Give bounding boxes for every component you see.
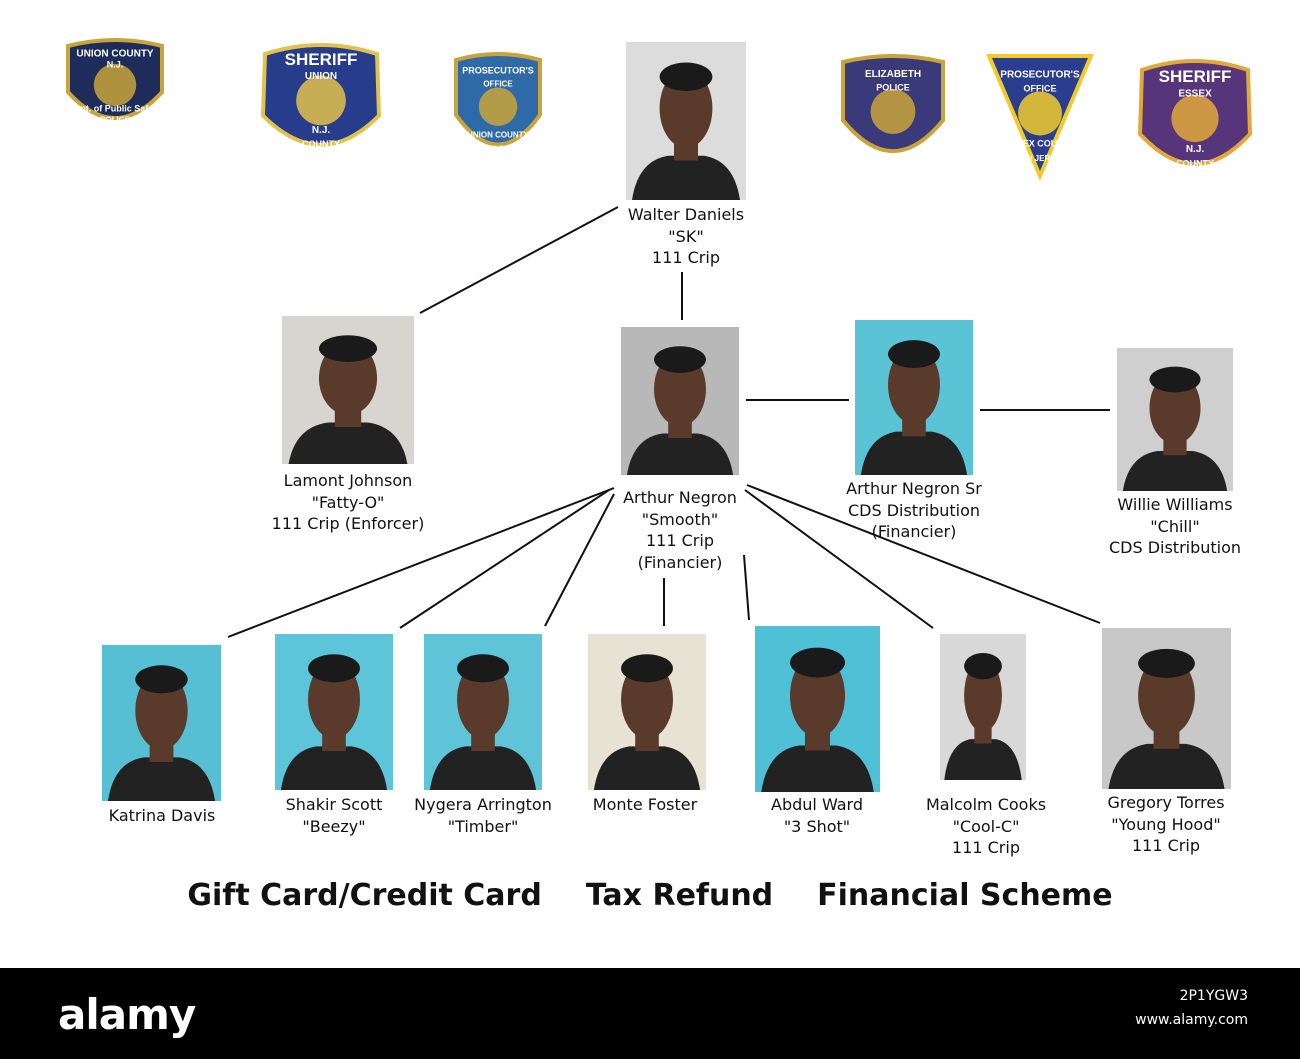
person-detail: "Smooth" (641, 509, 719, 529)
connector-line (743, 554, 750, 621)
person-name: Abdul Ward (771, 795, 863, 814)
person-name: Arthur Negron Sr (846, 479, 982, 498)
connector-line (399, 489, 610, 629)
footer-part-tax-refund: Tax Refund (585, 878, 774, 913)
svg-text:N.J.: N.J. (492, 145, 505, 152)
union-county-sheriff-badge: SHERIFF UNION N.J. COUNTY (259, 40, 383, 166)
svg-text:PROSECUTOR'S: PROSECUTOR'S (462, 66, 534, 76)
person-detail: 111 Crip (Enforcer) (271, 514, 425, 533)
svg-text:UNION COUNTY: UNION COUNTY (76, 48, 154, 59)
connector-line (227, 487, 615, 638)
svg-text:SHERIFF: SHERIFF (285, 50, 358, 69)
svg-text:N.J.: N.J. (312, 125, 331, 136)
svg-text:ESSEX COUNTY: ESSEX COUNTY (1005, 139, 1076, 149)
svg-text:UNION COUNTY: UNION COUNTY (467, 130, 529, 139)
shakir-caption: Shakir Scott "Beezy" (286, 794, 383, 837)
svg-text:SHERIFF: SHERIFF (1159, 67, 1232, 86)
scheme-title: Gift Card/Credit Card Tax Refund Financial… (0, 878, 1300, 913)
lamont-mugshot (282, 316, 414, 464)
person-detail: (Financier) (871, 522, 957, 541)
connector-lines (227, 206, 1110, 638)
svg-text:UNION: UNION (305, 71, 337, 82)
svg-text:ELIZABETH: ELIZABETH (865, 69, 921, 80)
arthur-mugshot (621, 327, 739, 475)
abdul-mugshot (755, 626, 880, 792)
person-name: Willie Williams (1117, 495, 1233, 514)
svg-text:ESSEX: ESSEX (1178, 88, 1212, 99)
person-detail: 111 Crip (952, 838, 1020, 857)
lamont-caption: Lamont Johnson "Fatty-O" 111 Crip (Enforce… (272, 470, 425, 535)
person-name: Shakir Scott (285, 795, 383, 814)
person-name: Lamont Johnson (283, 471, 413, 490)
person-detail: "Chill" (1150, 516, 1200, 536)
stock-watermark-bar: alamy 2P1YGW3 www.alamy.com (0, 968, 1300, 1059)
abdul-caption: Abdul Ward "3 Shot" (771, 794, 863, 837)
person-detail: "Timber" (447, 816, 519, 836)
connector-line (746, 484, 1101, 624)
person-name: Arthur Negron (623, 488, 737, 507)
monte-mugshot (588, 634, 706, 790)
essex-county-prosecutor-badge: PROSECUTOR'S OFFICE ESSEX COUNTY NEW JER… (985, 52, 1095, 180)
connector-line (744, 489, 934, 629)
person-detail: "3 Shot" (783, 816, 851, 836)
person-detail: (Financier) (637, 552, 723, 572)
nygera-mugshot (424, 634, 542, 790)
elizabeth-police-badge: ELIZABETH POLICE (837, 52, 949, 176)
footer-part-gift-card: Gift Card/Credit Card (187, 878, 542, 913)
person-detail: "SK" (668, 226, 704, 246)
image-id: 2P1YGW3 (1179, 988, 1248, 1004)
monte-caption: Monte Foster (593, 794, 697, 816)
walter-mugshot (626, 42, 746, 200)
svg-text:OFFICE: OFFICE (483, 80, 513, 89)
person-name: Gregory Torres (1107, 793, 1225, 812)
person-detail: "Cool-C" (952, 816, 1020, 836)
nygera-caption: Nygera Arrington "Timber" (414, 794, 552, 837)
person-detail: "Young Hood" (1111, 814, 1221, 834)
person-detail: 111 Crip (646, 531, 714, 550)
connector-line (544, 493, 615, 627)
connector-line (419, 206, 619, 314)
union-county-police-badge: UNION COUNTY N.J. Dept. of Public Safety… (62, 36, 168, 138)
arthur-caption: Arthur Negron "Smooth" 111 Crip (Financier) (623, 487, 737, 573)
svg-text:Dept. of Public Safety: Dept. of Public Safety (69, 103, 162, 113)
gregory-mugshot (1102, 628, 1231, 789)
svg-text:PROSECUTOR'S: PROSECUTOR'S (1000, 70, 1080, 81)
malcolm-caption: Malcolm Cooks "Cool-C" 111 Crip (926, 794, 1046, 859)
svg-text:POLICE: POLICE (876, 82, 910, 92)
person-name: Katrina Davis (108, 806, 216, 825)
gregory-caption: Gregory Torres "Young Hood" 111 Crip (1107, 792, 1224, 857)
svg-text:POLICE: POLICE (100, 116, 130, 125)
shakir-mugshot (275, 634, 393, 790)
katrina-caption: Katrina Davis (109, 805, 216, 827)
footer-part-financial-scheme: Financial Scheme (817, 878, 1113, 913)
person-name: Walter Daniels (627, 205, 745, 224)
person-name: Monte Foster (592, 795, 698, 814)
svg-text:NEW JERSEY: NEW JERSEY (1014, 154, 1067, 163)
svg-text:OFFICE: OFFICE (1024, 84, 1057, 94)
person-detail: "Fatty-O" (311, 492, 385, 512)
arthur-sr-mugshot (855, 320, 973, 475)
katrina-mugshot (102, 645, 221, 801)
person-name: Nygera Arrington (414, 795, 552, 814)
malcolm-mugshot (940, 634, 1026, 780)
willie-caption: Willie Williams "Chill" CDS Distribution (1109, 494, 1241, 559)
watermark-url: www.alamy.com (1135, 1012, 1248, 1028)
person-detail: CDS Distribution (847, 500, 981, 520)
person-name: Malcolm Cooks (925, 795, 1047, 814)
person-detail: CDS Distribution (1108, 538, 1242, 557)
union-county-prosecutor-badge: PROSECUTOR'S OFFICE UNION COUNTY N.J. (450, 50, 546, 168)
svg-text:COUNTY: COUNTY (1176, 159, 1214, 169)
org-chart-diagram (227, 206, 1110, 638)
person-detail: 111 Crip (652, 248, 720, 267)
arthur-sr-caption: Arthur Negron Sr CDS Distribution (Financi… (846, 478, 982, 543)
svg-text:COUNTY: COUNTY (302, 139, 340, 149)
person-detail: "Beezy" (302, 816, 366, 836)
svg-text:N.J.: N.J. (1186, 144, 1205, 155)
svg-text:N.J.: N.J. (107, 60, 124, 70)
essex-county-sheriff-badge: SHERIFF ESSEX N.J. COUNTY (1136, 56, 1254, 186)
willie-mugshot (1117, 348, 1233, 491)
walter-caption: Walter Daniels "SK" 111 Crip (628, 204, 744, 269)
alamy-logo: alamy (58, 990, 196, 1039)
person-detail: 111 Crip (1132, 836, 1200, 855)
